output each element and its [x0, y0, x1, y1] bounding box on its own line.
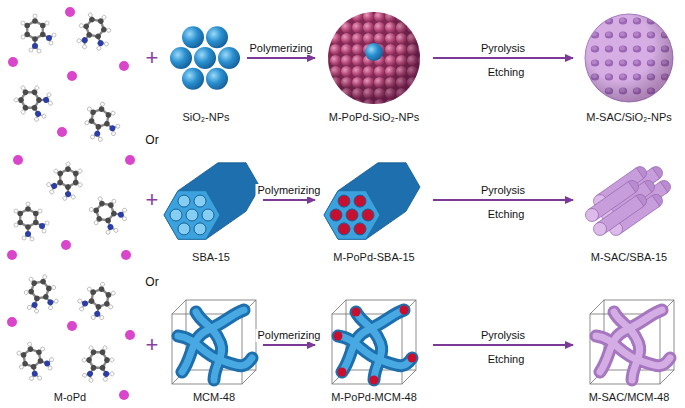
stage-node: M-PoPd-SBA-15	[318, 148, 430, 266]
stage-node: M-SAC/MCM-48	[576, 290, 682, 406]
step-label: Etching	[486, 353, 527, 366]
process-arrow	[263, 344, 315, 346]
metal-ions	[7, 7, 135, 400]
stage-node: M-PoPd-MCM-48	[318, 290, 430, 406]
sba15-template	[164, 163, 260, 240]
stage-caption: M-PoPd-SBA-15	[333, 251, 414, 264]
plus-sign: +	[146, 189, 159, 211]
stage-caption: M-PoPd-MCM-48	[331, 391, 417, 404]
stage-caption: M-SAC/MCM-48	[589, 391, 670, 404]
carbon-network	[590, 300, 674, 384]
porous-sphere	[585, 14, 673, 102]
process-arrow	[433, 57, 573, 59]
stage-caption: MCM-48	[193, 391, 235, 404]
stage-node: M-oPd	[2, 2, 138, 406]
stage-node: SBA-15	[162, 148, 260, 266]
stage-caption: SiO₂-NPs	[182, 111, 229, 124]
step-label: Pyrolysis	[479, 42, 527, 55]
stage-caption: M-SAC/SBA-15	[591, 251, 667, 264]
step-label: Pyrolysis	[479, 184, 527, 197]
step-label: Etching	[486, 66, 527, 79]
stage-node: M-PoPd-SiO₂-NPs	[318, 8, 430, 126]
process-arrow	[247, 57, 315, 59]
step-label: Polymerizing	[248, 42, 315, 55]
carbon-rods	[586, 167, 671, 236]
step-label: Polymerizing	[256, 184, 323, 197]
polymer-coated-sphere	[328, 12, 420, 104]
stage-node: M-SAC/SiO₂-NPs	[576, 8, 682, 126]
plus-sign: +	[146, 334, 159, 356]
precursor-molecules	[10, 7, 133, 391]
step-label: Etching	[486, 208, 527, 221]
alternative-word: Or	[145, 275, 158, 289]
stage-node: M-SAC/SBA-15	[576, 148, 682, 266]
filled-sba15	[324, 163, 420, 240]
alternative-word: Or	[145, 133, 158, 147]
step-label: Polymerizing	[256, 329, 323, 342]
silica-nanoparticles	[170, 26, 240, 90]
stage-caption: M-oPd	[54, 391, 86, 404]
stage-node: SiO₂-NPs	[168, 22, 244, 126]
filled-mcm48	[332, 300, 417, 385]
plus-sign: +	[146, 47, 159, 69]
process-arrow	[433, 344, 573, 346]
stage-caption: M-SAC/SiO₂-NPs	[586, 111, 672, 124]
process-arrow	[263, 199, 315, 201]
stage-node: MCM-48	[168, 290, 260, 406]
mcm48-template	[172, 300, 256, 384]
stage-caption: M-PoPd-SiO₂-NPs	[329, 111, 419, 124]
stage-caption: SBA-15	[192, 251, 230, 264]
process-arrow	[433, 199, 573, 201]
step-label: Pyrolysis	[479, 329, 527, 342]
